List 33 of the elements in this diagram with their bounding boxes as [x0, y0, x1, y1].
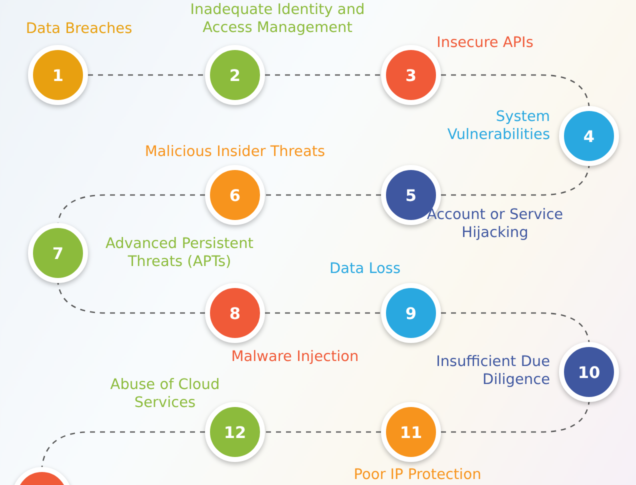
dashed-connector: [265, 194, 381, 196]
threat-label: Insufficient Due Diligence: [435, 353, 550, 389]
threat-label: Inadequate Identity and Access Management: [189, 1, 366, 37]
dashed-connector: [57, 194, 205, 224]
numbered-circle: 10: [559, 342, 619, 402]
dashed-connector: [88, 74, 205, 76]
dashed-connector: [265, 74, 381, 76]
dashed-connector: [441, 402, 590, 433]
threat-label: Account or Service Hijacking: [426, 206, 564, 242]
numbered-circle: 4: [559, 106, 619, 166]
numbered-circle: 1: [28, 45, 88, 105]
threat-label: Advanced Persistent Threats (APTs): [104, 235, 254, 271]
numbered-circle: 3: [381, 45, 441, 105]
threat-label: Malicious Insider Threats: [144, 143, 326, 161]
threat-label: Data Loss: [328, 260, 402, 278]
numbered-circle: 12: [205, 402, 265, 462]
dashed-connector: [57, 282, 205, 314]
numbered-circle: 8: [205, 283, 265, 343]
numbered-circle: 6: [205, 165, 265, 225]
threat-label: System Vulnerabilities: [446, 108, 550, 144]
dashed-connector: [441, 74, 590, 106]
numbered-circle: 11: [381, 402, 441, 462]
dashed-connector: [441, 312, 590, 342]
dashed-connector: [265, 312, 381, 314]
threat-label: Poor IP Protection: [352, 466, 482, 484]
numbered-circle: 2: [205, 45, 265, 105]
threat-label: Data Breaches: [24, 20, 134, 38]
dashed-connector: [41, 431, 205, 468]
dashed-connector: [265, 431, 381, 433]
threat-label: Malware Injection: [230, 348, 360, 366]
numbered-circle: 9: [381, 283, 441, 343]
dashed-connector: [441, 166, 590, 196]
numbered-circle: 7: [28, 223, 88, 283]
